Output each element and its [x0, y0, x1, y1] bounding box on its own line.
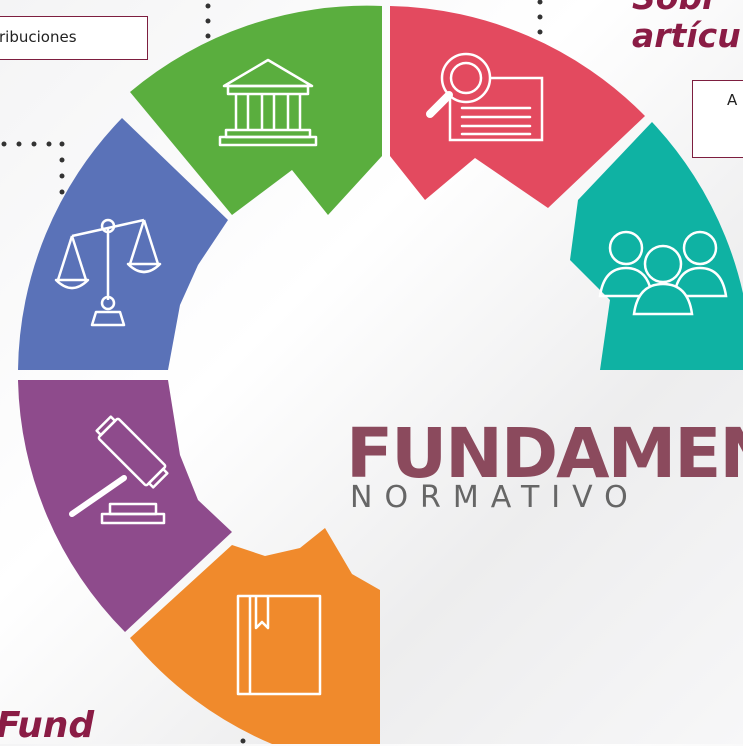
government-building-icon	[218, 58, 318, 147]
gavel-icon	[69, 415, 169, 525]
fundamento-subtitle: NORMATIVO	[350, 480, 640, 515]
fundamento-title: FUNDAMEN	[346, 414, 743, 494]
magnifier-document-icon	[426, 52, 544, 142]
segment-justice	[18, 118, 228, 370]
heading-top-line1: Sobr	[632, 0, 718, 17]
segment-analysis	[390, 6, 645, 208]
dotted-line-top-right	[537, 0, 543, 35]
people-group-icon	[598, 230, 728, 316]
dotted-line-left	[1, 141, 65, 195]
callout-box-right: A	[692, 80, 743, 158]
callout-box-left-text: ribuciones	[0, 28, 77, 46]
segment-ruling	[18, 380, 232, 632]
heading-bottom: Fund	[0, 705, 95, 746]
segment-law-book	[130, 528, 380, 744]
segment-community	[570, 122, 743, 370]
segment-legislature	[130, 5, 382, 216]
heading-top-line2: artícu	[632, 16, 741, 55]
callout-box-right-text: A	[727, 91, 738, 109]
scales-icon	[54, 218, 162, 327]
book-icon	[236, 594, 322, 696]
callout-box-left: ribuciones	[0, 16, 148, 60]
